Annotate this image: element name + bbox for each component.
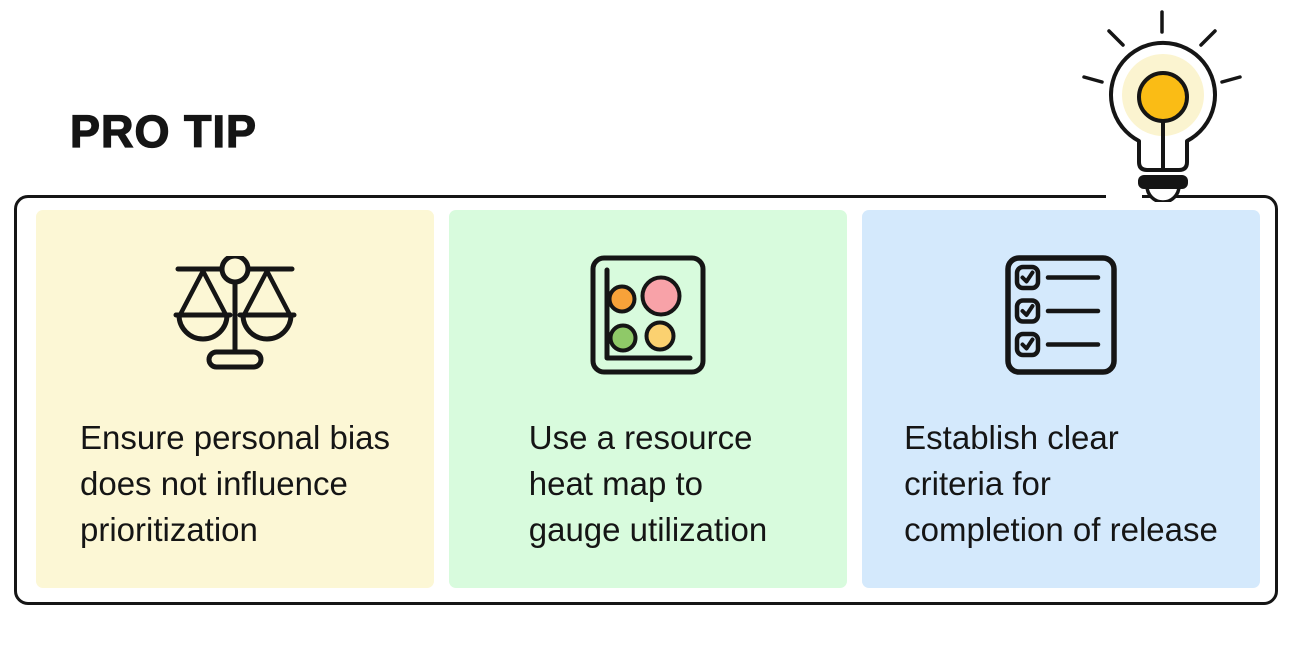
tip-line: heat map to xyxy=(528,465,704,502)
tip-card-criteria: Establish clear criteria for completion … xyxy=(862,210,1260,588)
page-title: PRO TIP xyxy=(69,105,258,157)
checklist-icon xyxy=(1005,255,1117,375)
tip-line: Establish clear xyxy=(904,419,1119,456)
bulb-socket-dome xyxy=(1145,185,1181,202)
tip-text: Use a resource heat map to gauge utiliza… xyxy=(529,415,768,553)
tip-line: Ensure personal bias xyxy=(79,419,391,456)
tip-text: Ensure personal bias does not influence … xyxy=(80,415,390,553)
balance-scale-icon xyxy=(170,255,300,375)
heat-map-icon xyxy=(590,255,706,375)
tip-line: gauge utilization xyxy=(528,511,768,548)
tip-text: Establish clear criteria for completion … xyxy=(904,415,1218,553)
bulb-border-gap xyxy=(1106,190,1142,202)
tip-line: does not influence xyxy=(79,465,348,502)
tip-line: completion of release xyxy=(904,511,1218,548)
tip-card-bias: Ensure personal bias does not influence … xyxy=(36,210,434,588)
tip-line: Use a resource xyxy=(528,419,753,456)
tip-line: criteria for xyxy=(904,465,1051,502)
bulb-filament xyxy=(1137,71,1189,123)
bulb-socket-base xyxy=(1138,175,1188,189)
tips-panel: Ensure personal bias does not influence … xyxy=(14,195,1278,605)
bulb-rays xyxy=(1082,10,1242,84)
tip-card-heatmap: Use a resource heat map to gauge utiliza… xyxy=(449,210,847,588)
tip-line: prioritization xyxy=(79,511,258,548)
lightbulb-icon xyxy=(1082,10,1242,202)
